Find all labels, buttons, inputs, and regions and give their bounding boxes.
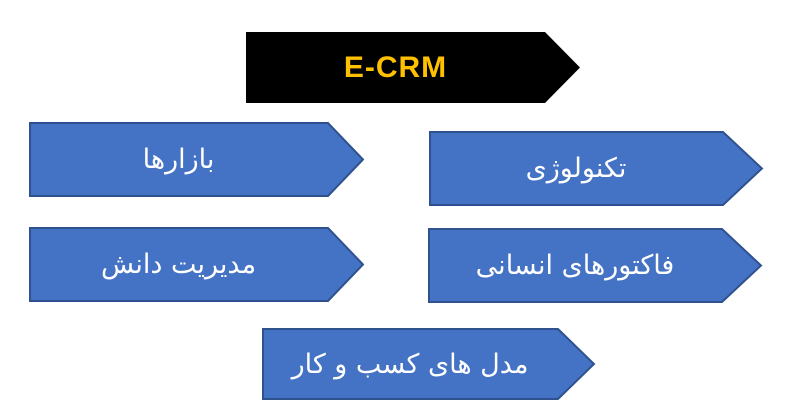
arrow-business-models-label: مدل های کسب و کار <box>291 348 529 380</box>
pentagon-arrow-shape <box>429 131 764 206</box>
arrow-business-models: مدل های کسب و کار <box>262 328 596 400</box>
arrow-human-factors-label: فاکتورهای انسانی <box>475 250 675 281</box>
arrow-human-factors: فاکتورهای انسانی <box>428 228 763 303</box>
arrow-technology: تکنولوژی <box>429 131 764 206</box>
pentagon-arrow-shape <box>29 122 365 197</box>
arrow-knowledge-management-label: مدیریت دانش <box>100 249 257 280</box>
arrow-knowledge-management: مدیریت دانش <box>29 227 365 302</box>
pentagon-arrow-shape <box>29 227 365 302</box>
arrow-ecrm-label: E-CRM <box>343 50 448 84</box>
pentagon-arrow-shape <box>246 32 580 103</box>
pentagon-arrow-shape <box>262 328 596 400</box>
arrow-ecrm: E-CRM <box>246 32 580 103</box>
pentagon-arrow-shape <box>428 228 763 303</box>
arrow-markets: بازارها <box>29 122 365 197</box>
arrow-technology-label: تکنولوژی <box>525 153 627 184</box>
arrow-markets-label: بازارها <box>142 144 215 175</box>
